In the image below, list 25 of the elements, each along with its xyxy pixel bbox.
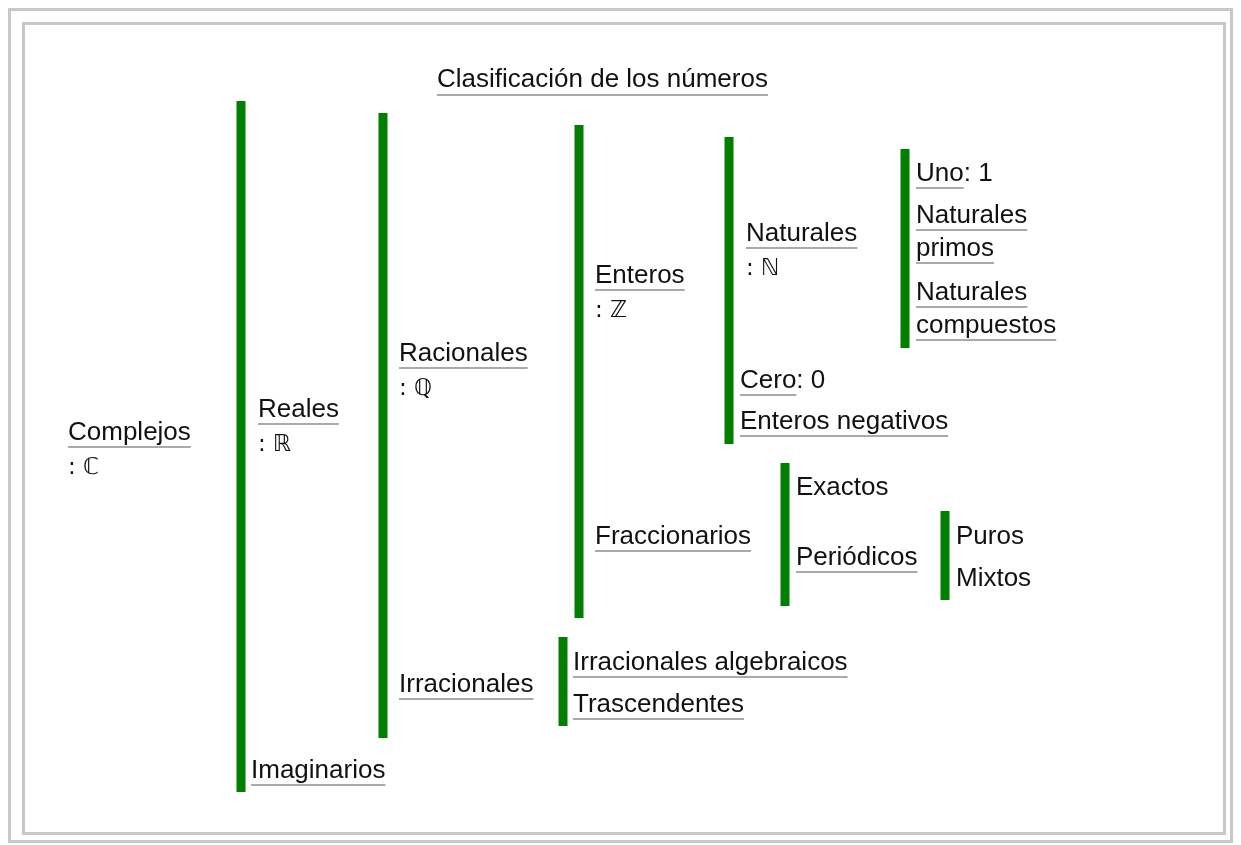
category-label: Mixtos	[956, 561, 1032, 594]
category-label: Irracionales algebraicos	[573, 645, 848, 678]
category-label: Racionales	[399, 336, 528, 369]
set-symbol: : ℝ	[258, 429, 292, 458]
set-symbol: : ℂ	[68, 452, 100, 481]
category-label: Trascendentes	[573, 687, 745, 720]
category-label: Fraccionarios	[595, 519, 752, 552]
category-label: Naturales compuestos	[916, 275, 1058, 341]
category-label: Imaginarios	[251, 753, 386, 786]
category-label: Periódicos	[796, 540, 918, 573]
set-symbol: : ℕ	[746, 253, 780, 282]
diagram-title: Clasificación de los números	[437, 62, 768, 94]
category-label: Naturales primos	[916, 198, 1029, 264]
category-label: Puros	[956, 519, 1024, 552]
category-label: Complejos	[68, 415, 191, 448]
category-label: Cero: 0	[740, 363, 826, 396]
category-label: Naturales	[746, 216, 858, 249]
set-symbol: : ℚ	[399, 373, 433, 402]
category-label: Irracionales	[399, 667, 534, 700]
category-label: Reales	[258, 392, 339, 425]
category-label: Uno: 1	[916, 156, 993, 189]
category-label: Exactos	[796, 470, 889, 503]
category-label: Enteros	[595, 258, 685, 291]
set-symbol: : ℤ	[595, 295, 628, 324]
category-label: Enteros negativos	[740, 404, 949, 437]
